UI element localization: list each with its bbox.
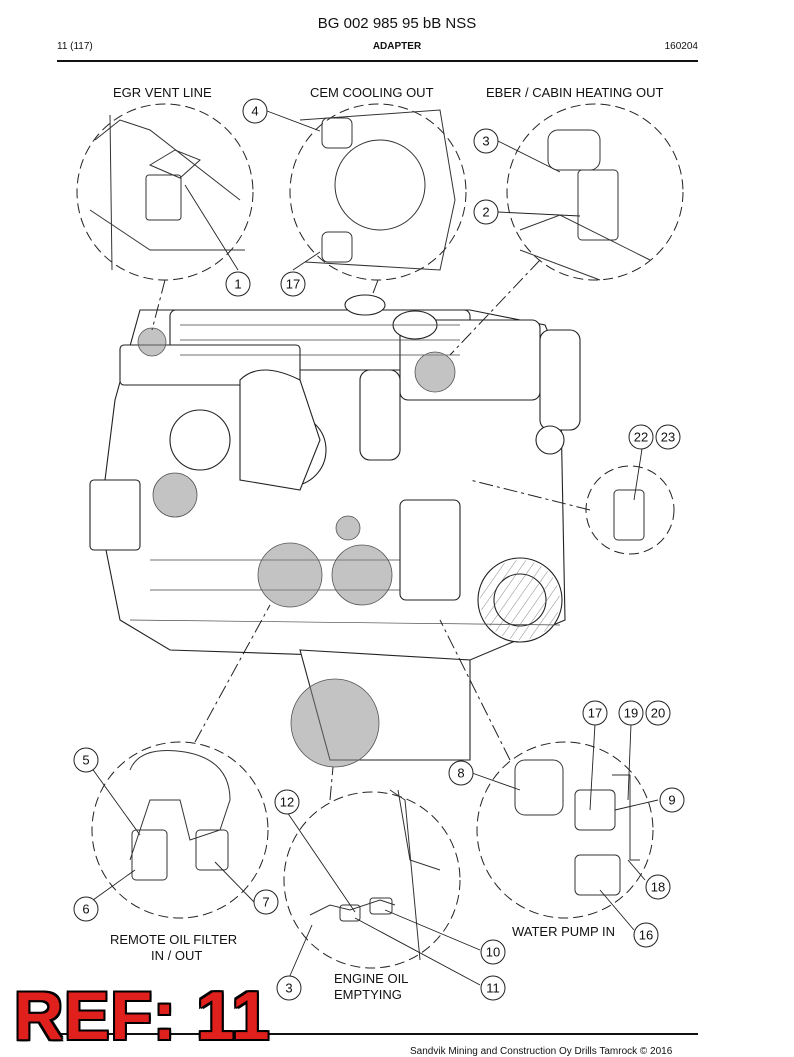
ref-stamp: REF: 11 (14, 978, 271, 1054)
callout-3-top: 3 (482, 134, 489, 149)
label-water-pump-in: WATER PUMP IN (512, 924, 615, 939)
highlight-oil-emptying (290, 678, 380, 768)
callout-2: 2 (482, 205, 489, 220)
highlight-water-pump (331, 544, 393, 606)
document-title: BG 002 985 95 bB NSS (317, 15, 477, 32)
callout-22: 22 (634, 430, 648, 445)
label-remote-oil-filter: REMOTE OIL FILTER (110, 932, 237, 947)
label-engine-oil: ENGINE OIL (334, 971, 408, 986)
footer-copyright: Sandvik Mining and Construction Oy Drill… (410, 1046, 673, 1057)
highlight-cem (152, 472, 198, 518)
label-cem-cooling-out: CEM COOLING OUT (310, 85, 434, 100)
detail-circle-pulley (585, 465, 675, 555)
callout-12: 12 (280, 795, 294, 810)
detail-circle-cem (289, 103, 467, 281)
callout-8: 8 (457, 766, 464, 781)
label-in-out: IN / OUT (151, 948, 202, 963)
callout-7: 7 (262, 895, 269, 910)
highlight-egr (137, 327, 167, 357)
callout-6: 6 (82, 902, 89, 917)
callout-17-bottom: 17 (588, 706, 602, 721)
label-egr-vent-line: EGR VENT LINE (113, 85, 212, 100)
callout-11: 11 (486, 981, 500, 996)
highlight-remote-oil (257, 542, 323, 608)
callout-1: 1 (234, 277, 241, 292)
callout-20: 20 (651, 706, 665, 721)
detail-circle-oil-emptying (283, 791, 461, 969)
callout-9: 9 (668, 793, 675, 808)
header-rule (57, 60, 698, 62)
label-emptying: EMPTYING (334, 987, 402, 1002)
detail-circle-eber (506, 103, 684, 281)
callout-19: 19 (624, 706, 638, 721)
detail-circle-remote-oil (91, 741, 269, 919)
callout-17-top: 17 (286, 277, 300, 292)
callout-23: 23 (661, 430, 675, 445)
footer-rule (57, 1033, 698, 1035)
section-title: ADAPTER (372, 41, 422, 52)
callout-10: 10 (486, 945, 500, 960)
callout-16: 16 (639, 928, 653, 943)
page-number: 11 (117) (57, 41, 93, 52)
detail-circle-egr (76, 103, 254, 281)
highlight-fitting (335, 515, 361, 541)
highlight-eber (414, 351, 456, 393)
document-date: 160204 (664, 41, 698, 52)
callout-4: 4 (251, 104, 258, 119)
detail-circle-water-pump (476, 741, 654, 919)
callout-18: 18 (651, 880, 665, 895)
callout-3-bottom: 3 (285, 981, 292, 996)
label-eber-cabin-heating-out: EBER / CABIN HEATING OUT (486, 85, 664, 100)
callout-5: 5 (82, 753, 89, 768)
